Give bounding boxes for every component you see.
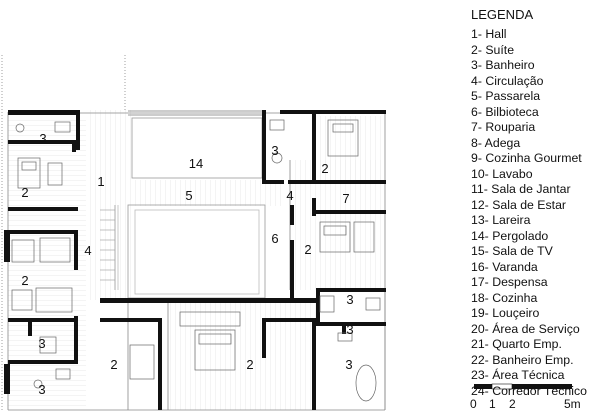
room-label: 5 <box>185 188 192 203</box>
scale-label-1: 1 <box>489 397 496 411</box>
legend-item: 17- Despensa <box>471 275 548 289</box>
room-label: 7 <box>342 191 349 206</box>
room-label: 2 <box>321 161 328 176</box>
room-label: 3 <box>39 131 46 146</box>
legend-item: 10- Lavabo <box>471 166 533 181</box>
legend-item: 5- Passarela <box>471 89 541 103</box>
legend-item: 9- Cozinha Gourmet <box>471 151 582 165</box>
room-labels: 3 2 1 14 3 2 4 7 5 4 6 2 2 3 3 3 2 2 3 3 <box>21 131 353 397</box>
legend-item: 19- Louçeiro <box>471 306 540 320</box>
legend-item: 16- Varanda <box>471 259 538 274</box>
legend-item: 18- Cozinha <box>471 290 538 305</box>
furniture <box>11 119 381 402</box>
room-label: 6 <box>271 231 278 246</box>
room-label: 4 <box>84 243 91 258</box>
room-label: 14 <box>189 156 203 171</box>
legend-item: 20- Área de Serviço <box>471 321 580 336</box>
room-label: 3 <box>345 357 352 372</box>
legend-item: 22- Banheiro Emp. <box>471 352 574 367</box>
stair <box>100 209 115 281</box>
scale-label-0: 0 <box>470 397 477 411</box>
scale-bar <box>474 383 572 390</box>
room-label: 2 <box>21 273 28 288</box>
legend-item: 4- Circulação <box>471 73 544 88</box>
room-label: 2 <box>246 357 253 372</box>
pergola-top <box>128 110 262 116</box>
legend-list: 1- Hall 2- Suíte 3- Banheiro 4- Circulaç… <box>471 27 587 399</box>
room-label: 4 <box>286 188 293 203</box>
room-label: 3 <box>271 143 278 158</box>
legend-item: 14- Pergolado <box>471 228 549 243</box>
room-label: 3 <box>346 322 353 337</box>
legend-item: 2- Suíte <box>471 42 515 57</box>
legend-item: 11- Sala de Jantar <box>471 182 571 196</box>
room-label: 3 <box>38 336 45 351</box>
room-label: 2 <box>21 185 28 200</box>
room-label: 1 <box>97 174 104 189</box>
scale-label-5m: 5m <box>564 397 581 411</box>
scale-label-2: 2 <box>509 397 516 411</box>
room-label: 2 <box>110 357 117 372</box>
walls <box>4 110 386 410</box>
legend-item: 8- Adega <box>471 135 521 150</box>
legend-item: 12- Sala de Estar <box>471 197 567 212</box>
legend-item: 3- Banheiro <box>471 58 535 72</box>
legend-item: 15- Sala de TV <box>471 244 553 258</box>
legend-item: 24- Corredor Técnico <box>471 383 587 398</box>
legend-item: 7- Rouparia <box>471 120 536 134</box>
legend-item: 13- Lareira <box>471 213 531 227</box>
legend-item: 6- Bilbioteca <box>471 104 539 119</box>
room-label: 3 <box>38 382 45 397</box>
room-label: 2 <box>304 242 311 257</box>
legend-title: LEGENDA <box>471 7 534 22</box>
floor-texture <box>8 110 385 410</box>
legend-item: 23- Área Técnica <box>471 368 565 382</box>
room-label: 3 <box>346 292 353 307</box>
legend-item: 1- Hall <box>471 27 507 41</box>
legend-item: 21- Quarto Emp. <box>471 337 562 351</box>
